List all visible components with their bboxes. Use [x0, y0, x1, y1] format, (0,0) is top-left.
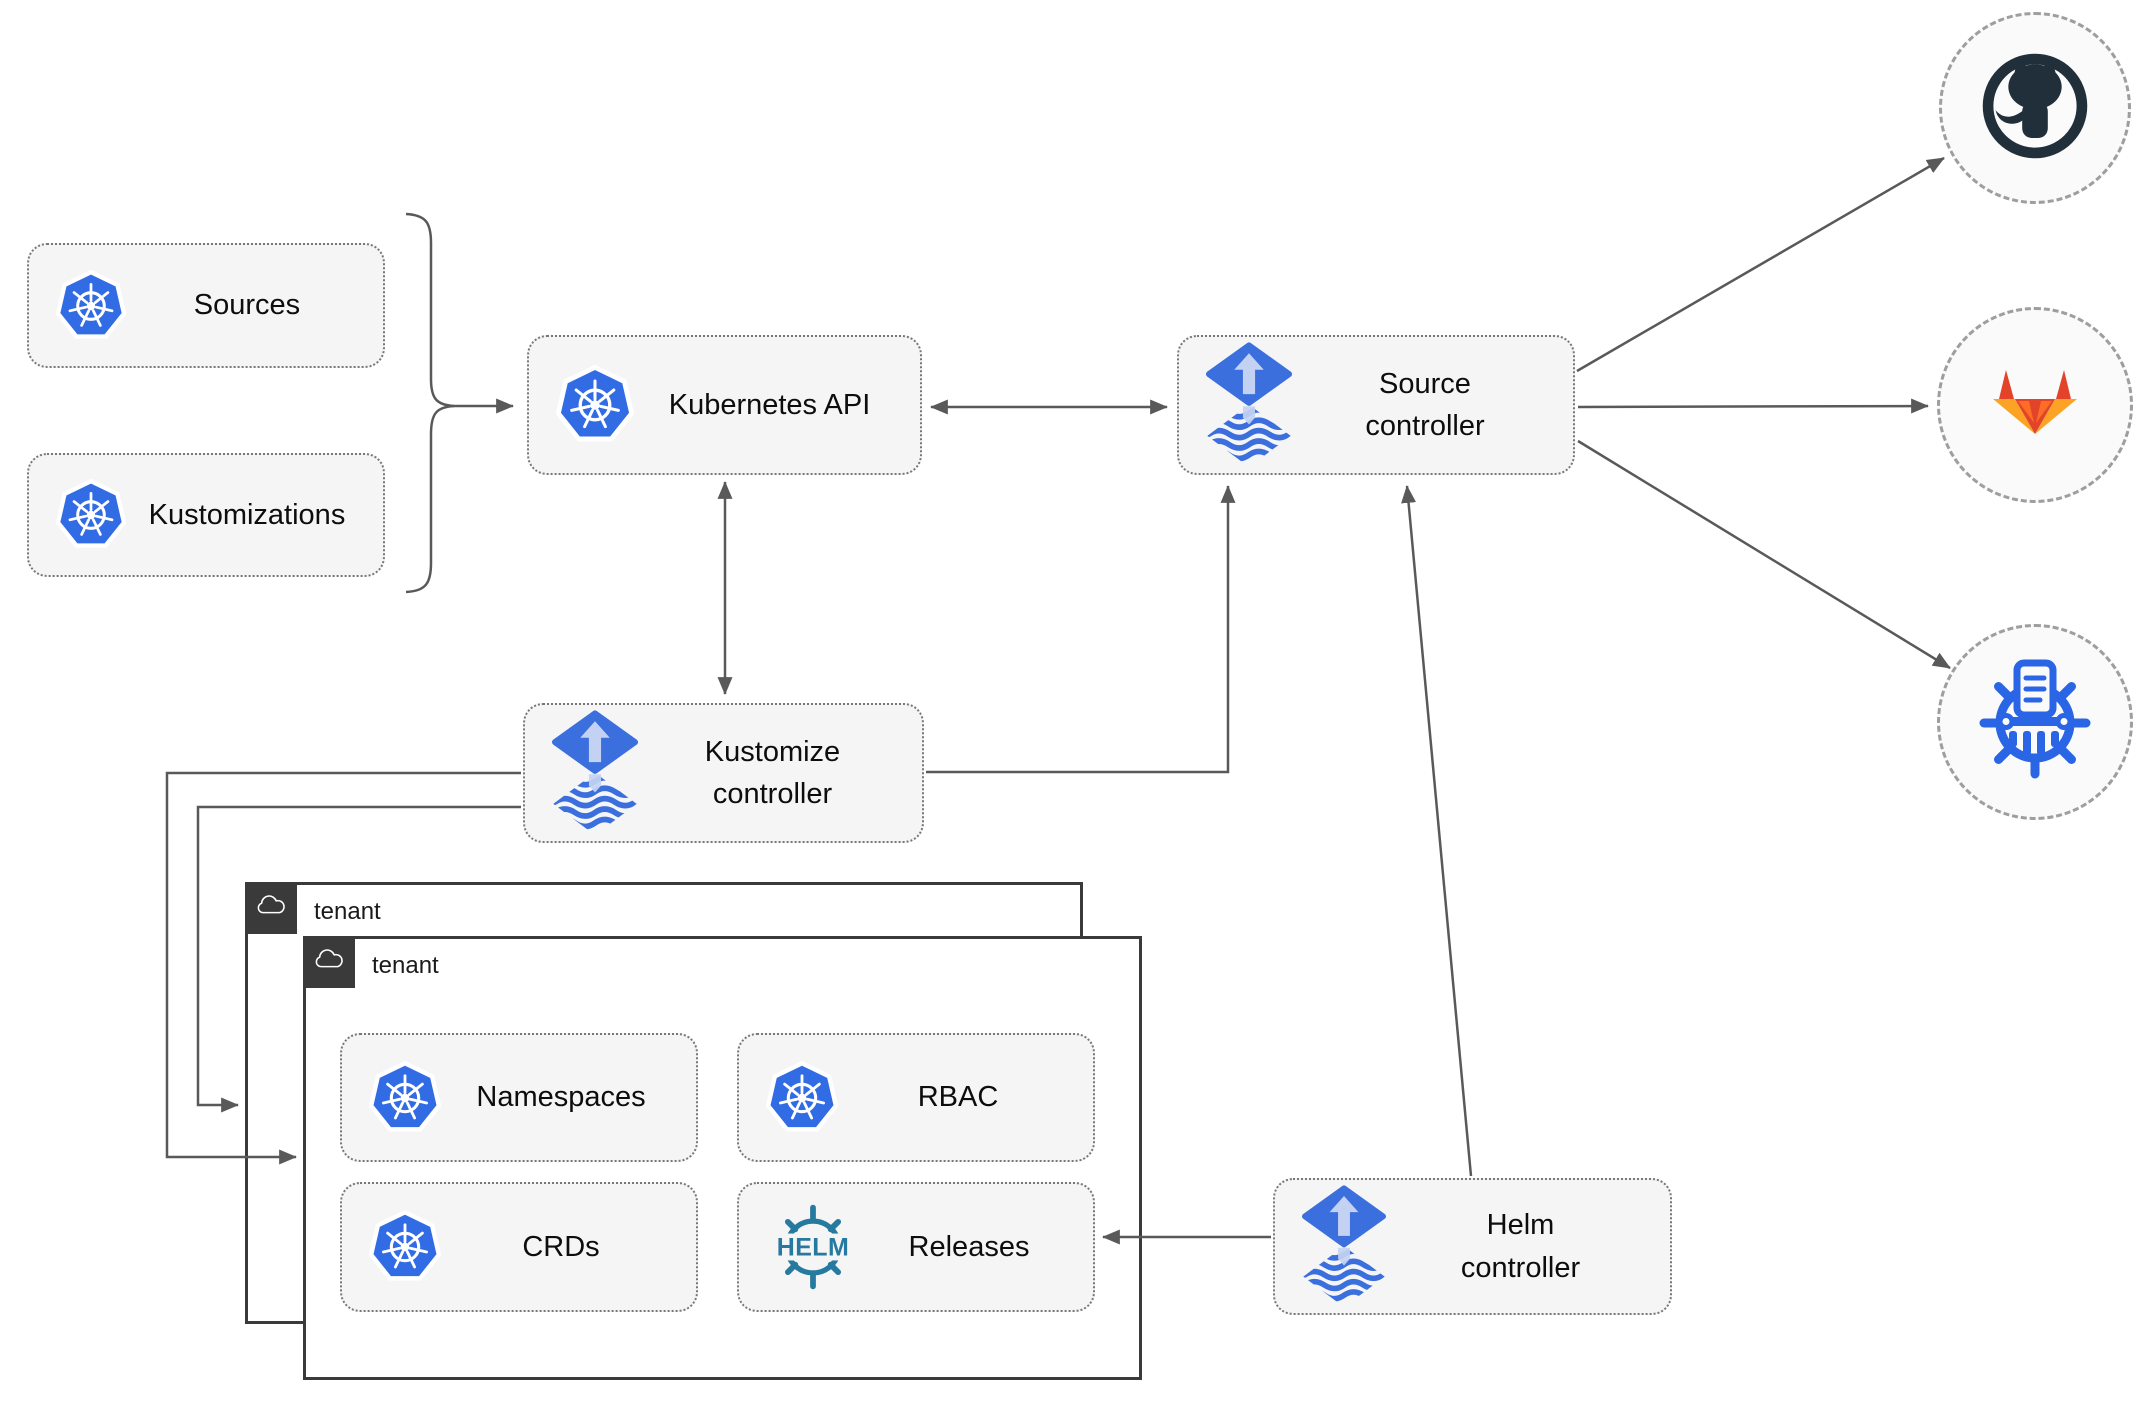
tenant-badge [245, 882, 297, 934]
node-label: Kubernetes API [668, 388, 871, 421]
edge-source-chartmuseum [1577, 439, 1951, 670]
kubernetes-icon [368, 1210, 442, 1284]
remote-github [1939, 12, 2131, 204]
node-label: Kustomizations [148, 498, 346, 531]
cloud-icon [253, 893, 289, 924]
node-source-controller: Source controller [1177, 335, 1575, 475]
node-label: RBAC [917, 1081, 999, 1114]
remote-gitlab [1937, 307, 2133, 503]
node-label: CRDs [522, 1230, 600, 1263]
kubernetes-icon [555, 365, 635, 445]
node-releases: HELM Releases [737, 1182, 1095, 1312]
node-label: Helm controller [1460, 1209, 1581, 1284]
remote-chartmuseum [1937, 624, 2133, 820]
helm-logo-text: HELM [777, 1234, 850, 1262]
edge-bracket-lower [405, 404, 455, 594]
node-kustomize-controller: Kustomize controller [523, 703, 924, 843]
edge-source-gitlab [1577, 398, 1929, 414]
node-label: Kustomize controller [704, 735, 841, 810]
cloud-icon [311, 947, 347, 978]
edge-bracket-to-api [405, 212, 514, 414]
gitlab-icon [1985, 366, 2085, 445]
tenant-label: tenant [314, 898, 381, 925]
kubernetes-icon [55, 479, 127, 551]
edge-kustomize-source [926, 485, 1236, 774]
kubernetes-icon [368, 1060, 442, 1135]
kubernetes-icon [55, 269, 127, 342]
node-label: Source controller [1365, 367, 1485, 442]
flux-icon [551, 710, 639, 836]
chartmuseum-icon [1965, 655, 2105, 790]
node-kustomizations: Kustomizations [27, 453, 385, 577]
node-helm-controller: Helm controller [1273, 1178, 1672, 1315]
helm-logo-icon: HELM [765, 1199, 861, 1295]
node-namespaces: Namespaces [340, 1033, 698, 1162]
node-label: Releases [908, 1230, 1030, 1263]
node-sources: Sources [27, 243, 385, 368]
tenant-label: tenant [372, 952, 439, 979]
tenant-badge [303, 936, 355, 988]
node-crds: CRDs [340, 1182, 698, 1312]
edge-source-github [1576, 156, 1945, 373]
node-label: Namespaces [476, 1081, 646, 1114]
edge-helm-source [1401, 485, 1473, 1177]
node-rbac: RBAC [737, 1033, 1095, 1162]
node-kubernetes-api: Kubernetes API [527, 335, 922, 475]
flux-icon [1301, 1185, 1387, 1308]
node-label: Sources [193, 289, 301, 322]
kubernetes-icon [765, 1060, 839, 1135]
flux-icon [1205, 342, 1293, 468]
github-icon [1971, 42, 2099, 175]
